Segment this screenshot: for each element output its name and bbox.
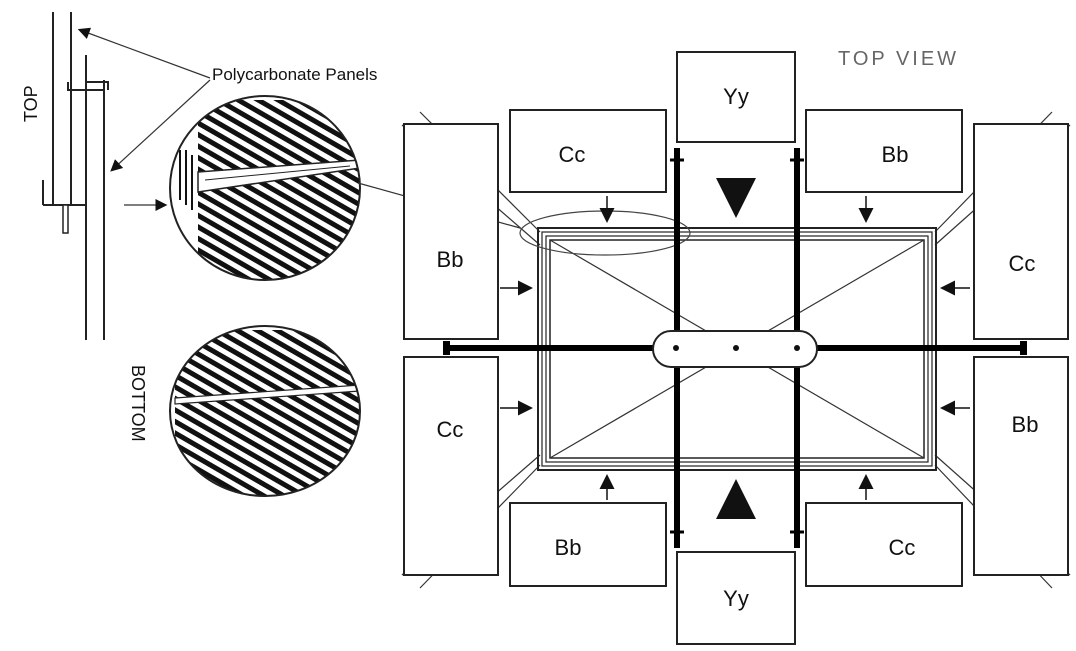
- panel-yy-bottom-label: Yy: [723, 586, 749, 611]
- panel-cc-bottom-right-label: Cc: [889, 535, 916, 560]
- panel-cc-left-lower-label: Cc: [437, 417, 464, 442]
- panel-cc-left-lower: [403, 356, 499, 576]
- panel-bb-bottom-left-label: Bb: [555, 535, 582, 560]
- panel-bb-left-upper: [403, 123, 499, 340]
- detail-circle-top: [169, 95, 361, 281]
- panel-cc-top-left-label: Cc: [559, 142, 586, 167]
- callout-leaders: [77, 27, 211, 211]
- panel-cc-right-upper: [973, 123, 1069, 340]
- panel-cc-bottom-right: [805, 502, 963, 587]
- side-label-top: TOP: [21, 85, 41, 122]
- force-arrows: [500, 178, 970, 519]
- panel-yy-top: [676, 51, 796, 143]
- panel-cc-right-upper-label: Cc: [1009, 251, 1036, 276]
- panel-cc-top-left: [509, 109, 667, 193]
- panel-yy-bottom: [676, 551, 796, 645]
- panel-bb-bottom-left: [509, 502, 667, 587]
- central-hub: [652, 330, 818, 368]
- diagram-title: TOP VIEW: [838, 48, 959, 70]
- callout-label: Polycarbonate Panels: [212, 65, 377, 84]
- side-section-drawing: [42, 12, 109, 340]
- panel-bb-top-right: [805, 109, 963, 193]
- detail-circle-bottom: [169, 325, 361, 497]
- panel-bb-top-right-label: Bb: [882, 142, 909, 167]
- panel-bb-left-upper-label: Bb: [437, 247, 464, 272]
- panel-yy-top-label: Yy: [723, 84, 749, 109]
- panel-bb-right-lower-label: Bb: [1012, 412, 1039, 437]
- detail-reference-ellipse: [519, 210, 691, 256]
- panel-bb-right-lower: [973, 356, 1069, 576]
- side-label-bottom: BOTTOM: [128, 365, 148, 442]
